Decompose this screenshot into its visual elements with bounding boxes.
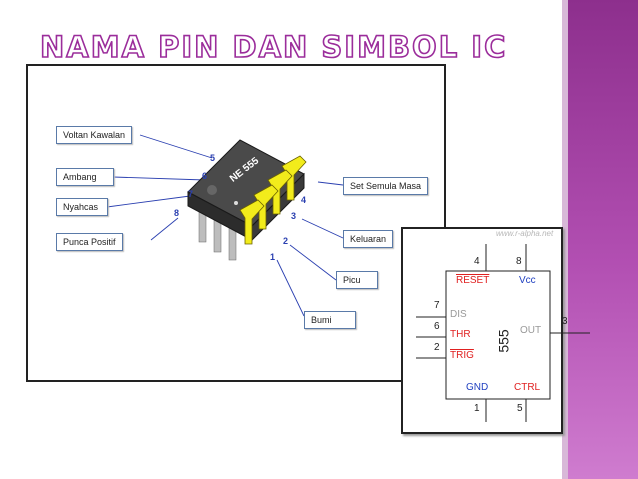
- decorative-sidebar: [568, 0, 638, 479]
- chip-notch: [207, 185, 217, 195]
- callout-punca-positif: Punca Positif: [56, 233, 123, 251]
- symbol-pin-4: 4: [474, 256, 480, 267]
- leader-lines: [106, 134, 344, 317]
- callout-nyahcas: Nyahcas: [56, 198, 108, 216]
- callout-bumi: Bumi: [304, 311, 356, 329]
- sidebar-edge: [562, 0, 568, 479]
- symbol-pin-7: 7: [434, 300, 440, 311]
- leader-line-keluaran: [301, 218, 344, 239]
- leader-line-picu: [289, 244, 337, 281]
- pin-number-4: 4: [301, 195, 307, 205]
- pin-number-7: 7: [188, 189, 194, 199]
- leader-line-voltan-kawalan: [139, 134, 213, 159]
- symbol-watermark: www.r-alpha.net: [496, 229, 554, 238]
- symbol-label-ctrl: CTRL: [514, 382, 541, 393]
- symbol-label-dis: DIS: [450, 309, 467, 320]
- symbol-pin-leads: [416, 244, 590, 422]
- pin-number-2: 2: [283, 236, 289, 246]
- leader-line-ambang: [112, 176, 206, 181]
- symbol-label-reset: RESET: [456, 275, 490, 286]
- leader-line-set-semula-masa: [317, 181, 344, 186]
- leader-line-nyahcas: [106, 195, 191, 208]
- callout-picu: Picu: [336, 271, 378, 289]
- callout-voltan-kawalan: Voltan Kawalan: [56, 126, 133, 144]
- symbol-pin-3: 3: [562, 316, 568, 327]
- symbol-pin-8: 8: [516, 256, 522, 267]
- chip-pins: [239, 155, 307, 245]
- pin-number-6: 6: [202, 171, 208, 181]
- pin-number-3: 3: [291, 211, 297, 221]
- symbol-label-out: OUT: [520, 325, 542, 336]
- callout-ambang: Ambang: [56, 168, 114, 186]
- slide-title: NAMA PIN DAN SIMBOL IC: [39, 29, 508, 65]
- pin-number-8: 8: [174, 208, 180, 218]
- leader-line-bumi: [276, 259, 305, 317]
- symbol-label-gnd: GND: [466, 382, 489, 393]
- symbol-label-trig: TRIG: [450, 350, 474, 361]
- symbol-label-thr: THR: [450, 329, 471, 340]
- pin-number-5: 5: [210, 153, 216, 163]
- chip-pin1-dot: [234, 201, 238, 205]
- chip-pin-yellow: [239, 199, 265, 245]
- symbol-pin-6: 6: [434, 321, 440, 332]
- symbol-center-label: 555: [495, 329, 512, 353]
- symbol-pin-1: 1: [474, 403, 480, 414]
- symbol-pin-5: 5: [517, 403, 523, 414]
- symbol-body: [445, 270, 551, 400]
- leader-line-punca-positif: [150, 217, 179, 241]
- symbol-label-vcc: Vcc: [519, 275, 536, 286]
- callout-set-semula-masa: Set Semula Masa: [343, 177, 429, 195]
- symbol-pin-2: 2: [434, 342, 440, 353]
- pin-number-1: 1: [270, 252, 276, 262]
- callout-keluaran: Keluaran: [343, 230, 394, 248]
